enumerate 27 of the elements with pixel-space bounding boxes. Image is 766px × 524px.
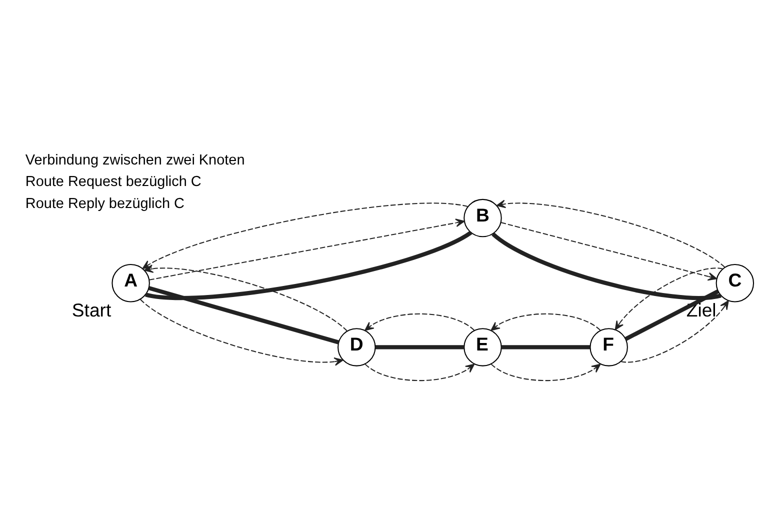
arrow [500, 222, 718, 280]
arrow [620, 300, 729, 362]
node-circle: B [464, 198, 502, 237]
arrow [144, 264, 348, 331]
arrow [490, 312, 601, 330]
legend-label: Verbindung zwischen zwei Knoten [25, 152, 245, 168]
connector [148, 286, 340, 344]
connector [492, 232, 722, 300]
arrow [140, 298, 344, 366]
legend-label: Route Request bezüglich C [25, 174, 202, 190]
legend-label: Route Reply bezüglich C [25, 195, 184, 212]
node-circle: C [716, 264, 754, 302]
connector [624, 289, 719, 340]
node-circle: D [338, 328, 376, 366]
node-label: Start [72, 299, 112, 320]
connector [145, 230, 472, 300]
arrow [149, 218, 465, 280]
node-circle: F [590, 328, 628, 366]
arrow [364, 312, 475, 330]
arrow [364, 363, 475, 380]
connector [502, 344, 590, 349]
connector [375, 344, 464, 349]
arrow [490, 363, 601, 380]
arrow [614, 267, 723, 330]
arrow [496, 199, 726, 268]
node-circle: A [112, 264, 150, 302]
node-circle: E [464, 328, 502, 366]
